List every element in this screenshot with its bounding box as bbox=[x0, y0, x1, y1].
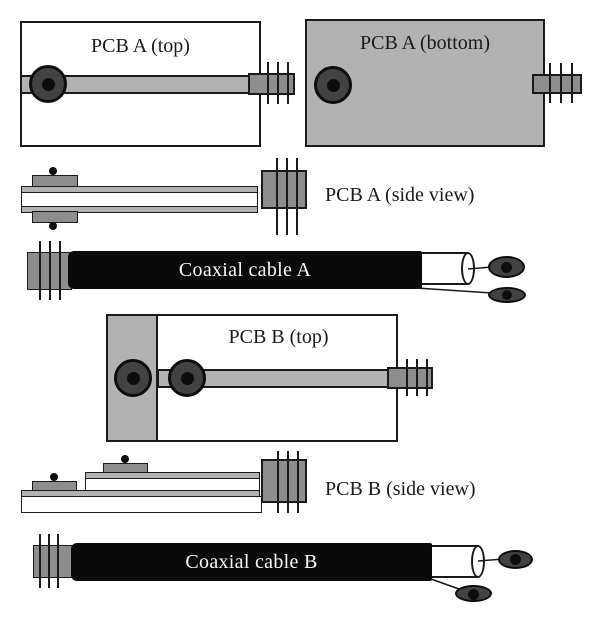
launcher-pin-dot bbox=[50, 473, 58, 481]
hatched-connector-icon bbox=[276, 158, 278, 235]
hatched-connector-icon bbox=[49, 241, 51, 300]
hatched-connector-icon bbox=[549, 63, 551, 103]
cable-b-jacket: Coaxial cable B bbox=[71, 543, 432, 581]
pcb-a-top-label: PCB A (top) bbox=[91, 35, 190, 57]
hatched-connector-icon bbox=[57, 534, 59, 588]
pcb-a-bottom-copper bbox=[21, 206, 258, 213]
pcb-b-upper-copper bbox=[85, 472, 260, 479]
via-center-dot bbox=[327, 79, 340, 92]
via-center-dot bbox=[42, 78, 55, 91]
cable-a-label: Coaxial cable A bbox=[178, 258, 312, 281]
pcb-b-top-label: PCB B (top) bbox=[228, 326, 329, 348]
cable-b-label: Coaxial cable B bbox=[185, 550, 318, 573]
lug-hole-dot bbox=[502, 290, 512, 300]
hatched-connector-icon bbox=[571, 63, 573, 103]
pcb-a-side-top-launcher bbox=[32, 175, 78, 187]
pcb-a-side-edge-connector bbox=[261, 170, 307, 209]
shield-lead-line bbox=[430, 578, 460, 590]
pcb-a-top-copper bbox=[21, 186, 258, 193]
hatched-connector-icon bbox=[287, 451, 289, 513]
lug-hole-dot bbox=[510, 554, 521, 565]
hatched-connector-icon bbox=[277, 451, 279, 513]
via-center-dot bbox=[181, 372, 194, 385]
hatched-connector-icon bbox=[297, 451, 299, 513]
pcb-b-side-edge-connector bbox=[261, 459, 307, 503]
hatched-connector-icon bbox=[560, 63, 562, 103]
pcb-b-top-edge-connector bbox=[387, 367, 433, 389]
hatched-connector-icon bbox=[59, 241, 61, 300]
cable-b-dielectric-end-cap bbox=[471, 545, 485, 578]
pcb-b-side-label: PCB B (side view) bbox=[325, 478, 476, 500]
lug-hole-dot bbox=[501, 262, 512, 273]
launcher-pin-dot bbox=[49, 222, 57, 230]
via-center-dot bbox=[127, 372, 140, 385]
hatched-connector-icon bbox=[296, 158, 298, 235]
hatched-connector-icon bbox=[48, 534, 50, 588]
launcher-pin-dot bbox=[121, 455, 129, 463]
hatched-connector-icon bbox=[39, 241, 41, 300]
lug-hole-dot bbox=[468, 589, 479, 600]
launcher-pin-dot bbox=[49, 167, 57, 175]
pcb-a-top-edge-connector bbox=[248, 73, 295, 95]
hatched-connector-icon bbox=[416, 359, 418, 396]
shield-lead-line bbox=[415, 287, 493, 294]
hatched-connector-icon bbox=[267, 62, 269, 104]
hatched-connector-icon bbox=[286, 158, 288, 235]
pcb-b-side-lower-launcher bbox=[32, 481, 77, 491]
pcb-a-side-label: PCB A (side view) bbox=[325, 184, 475, 206]
hatched-connector-icon bbox=[277, 62, 279, 104]
hatched-connector-icon bbox=[39, 534, 41, 588]
pcb-a-bottom-edge-connector bbox=[532, 74, 582, 94]
pcb-b-side-upper-launcher bbox=[103, 463, 148, 473]
hatched-connector-icon bbox=[287, 62, 289, 104]
cable-a-stripped-dielectric bbox=[422, 252, 468, 285]
hatched-connector-icon bbox=[426, 359, 428, 396]
cable-a-jacket: Coaxial cable A bbox=[68, 251, 422, 289]
pcb-a-bottom-label: PCB A (bottom) bbox=[359, 32, 491, 54]
hatched-connector-icon bbox=[406, 359, 408, 396]
